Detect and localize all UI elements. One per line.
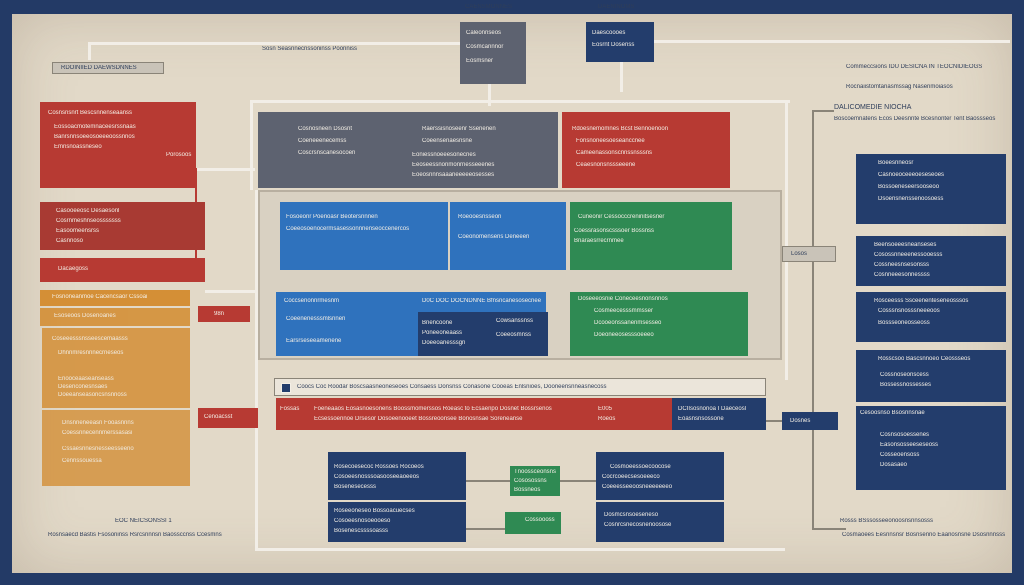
node-line: Eosmsner [466, 58, 494, 64]
bottom-left-title: EOC NEICSONSSI 1 [115, 518, 172, 524]
right-node-1[interactable]: Boeesnneosr Casnoeoceeeoeseseoes Bossoen… [856, 154, 1006, 224]
top-caption: Sosn Seasnnecnssoninss Poonniss [262, 46, 358, 52]
right-node-4[interactable]: Rosscsoo Bascsnnoeo Ceossseos Cossnoseon… [856, 350, 1006, 402]
bottom-left-line: Rosnsaecd Bastis Fsosoninss Rsrcsnnnsn B… [48, 532, 222, 538]
connector-line [465, 528, 505, 530]
left-node-orange-body[interactable]: Coseeesssnsseescemaasss Dhnnmresnnnecrne… [42, 328, 190, 408]
right-node-2[interactable]: Beensoeeesneanseses Cosossnneeenessooess… [856, 236, 1006, 286]
center-banner[interactable]: Coocs Coc Roodar Boscsaasneoneseoes Cons… [274, 378, 766, 396]
top-label-right: DAENINOMS [598, 4, 635, 10]
connector-line [640, 40, 840, 43]
top-node-gray[interactable]: Caleonnseos Cosmcannnor Eosmsner [460, 22, 526, 84]
center-node-green-b[interactable]: Doseeeosnie Coneceesnonsnnos Cosmeecesss… [570, 292, 748, 356]
lower-node-navy-4[interactable]: Dosmcsnsoeseneso Cosnrcsnecosnenoosose [596, 502, 724, 542]
connector-line [465, 480, 510, 482]
top-label-left: CAENSMONNES [465, 4, 513, 10]
connector-line [488, 84, 491, 106]
connector-line [88, 42, 91, 60]
right-node-3[interactable]: Rosceesss Ssceenenteseneosssos Cosssnsno… [856, 292, 1006, 342]
left-node-orange-head[interactable]: Fosnoneanmoe Cacencsaor Cssoai [40, 290, 190, 306]
center-node-blue-b[interactable]: Roeooesnsseon Coeonomensens Deneeen [450, 202, 566, 270]
lower-node-navy-3[interactable]: Cosmoeessoecoocose Cocrcoeecsesoeeeco Co… [596, 452, 724, 500]
left-node-red-top[interactable]: Cosnsnsnrt Bescsnnenseaanss Eossoacmotem… [40, 102, 196, 188]
connector-line [195, 168, 255, 171]
center-node-blue-a[interactable]: Fosoeonr Poenoasr Beotersnnnen Coeeosoen… [280, 202, 448, 270]
lower-node-navy-1[interactable]: Rosecoesecoc Rossoes Rocoeos Cosoeesnoss… [328, 452, 466, 500]
node-line: Cosmcannnor [466, 44, 504, 50]
connector-line [255, 548, 785, 551]
lower-node-green-2[interactable]: Cossoooss [505, 512, 561, 534]
connector-line [840, 40, 1010, 43]
right-bottom-title: Rosss BSssosseeonoosnsnnsosss [840, 518, 934, 524]
connector-line [205, 290, 255, 293]
right-tag-mid[interactable]: Losos [782, 246, 836, 262]
small-tag[interactable]: Dosnes [782, 412, 838, 430]
lower-node-green-1[interactable]: Tnoossceonsns Cososossns Bossneos [510, 466, 560, 496]
connector-line [760, 420, 782, 422]
center-node-blue-c[interactable]: Coccsenonnrmesnm Coeenenesssmlsnnen Ears… [276, 292, 416, 356]
top-caption-box: RDOINIIED DAEWSDNNES [52, 62, 164, 74]
connector-line [250, 100, 253, 190]
center-node-gray[interactable]: Cosnosneen Dsosnt Coeneeenecemss Coscrsn… [258, 112, 558, 188]
right-header-line1: Commeccsions IDU DESICNA IN TEOCNIDIEOGS [846, 64, 983, 70]
center-node-navy-b[interactable]: Cowsanssnss Coeeosmnss [492, 312, 548, 356]
right-node-5[interactable]: Cesoosnso Bsosnnsnae Cosnsosoessenes Eas… [856, 406, 1006, 490]
connector-line [785, 100, 788, 380]
right-header-line2: Rocnaiistomtanasmssag Nasenmoiasos [846, 84, 953, 90]
banner-icon [281, 383, 291, 393]
left-node-orange-foot[interactable]: Dnsnneneeasn Fooasnnns Coessnnecennmerss… [42, 410, 190, 486]
connector-line [255, 190, 258, 550]
left-node-red-mid[interactable]: Casooeeosc Desaesonl Cosrnmeshnseossssss… [40, 202, 205, 250]
right-bottom-line: Cosmaoees Eesnnsnsr Bosnsenno Eaanosnsne… [842, 532, 1006, 538]
left-marker[interactable]: Cenoacsst [198, 408, 258, 428]
connector-line [812, 528, 846, 530]
left-node-orange-sub[interactable]: Esoseoos Dosenoanes [40, 308, 190, 326]
center-navy-band[interactable]: DCIIsosnonoa I Daeceosl Eoasnsnsossone [672, 398, 766, 430]
center-node-red[interactable]: Rdoesnemomnes Bcst Bennoenoon Fonsnonees… [562, 112, 730, 188]
top-node-navy[interactable]: Daescoooes Eosrnt Dosenss [586, 22, 654, 62]
center-red-band[interactable]: Fossas Foeneaaos Eosasnoesonens Boossmom… [276, 398, 672, 430]
connector-line [812, 110, 834, 112]
left-node-label[interactable]: Dacaegoss [40, 258, 205, 282]
connector-line [250, 100, 790, 103]
connector-line [560, 480, 598, 482]
connector-line [620, 62, 623, 92]
node-line: Caleonnseos [466, 30, 502, 36]
center-node-green-a[interactable]: Cuneonir Cessocccreninitsesner Coessraso… [570, 202, 732, 270]
connector-line [812, 110, 814, 530]
connector-line [90, 42, 470, 45]
right-header-title: DALICOMEDIE NIOCHA [834, 104, 912, 111]
left-badge[interactable]: 98n [198, 306, 250, 322]
center-node-navy-a[interactable]: Bnencoone Poneeoneaass Doeeoanesssgn [418, 312, 492, 356]
lower-node-navy-2[interactable]: Roseeoneseo Bossoacuecses Cosoeesnosoeoo… [328, 502, 466, 542]
right-header-sub: Boscoemnatens Ecos Deesnnte Bcesnonter T… [834, 116, 996, 122]
